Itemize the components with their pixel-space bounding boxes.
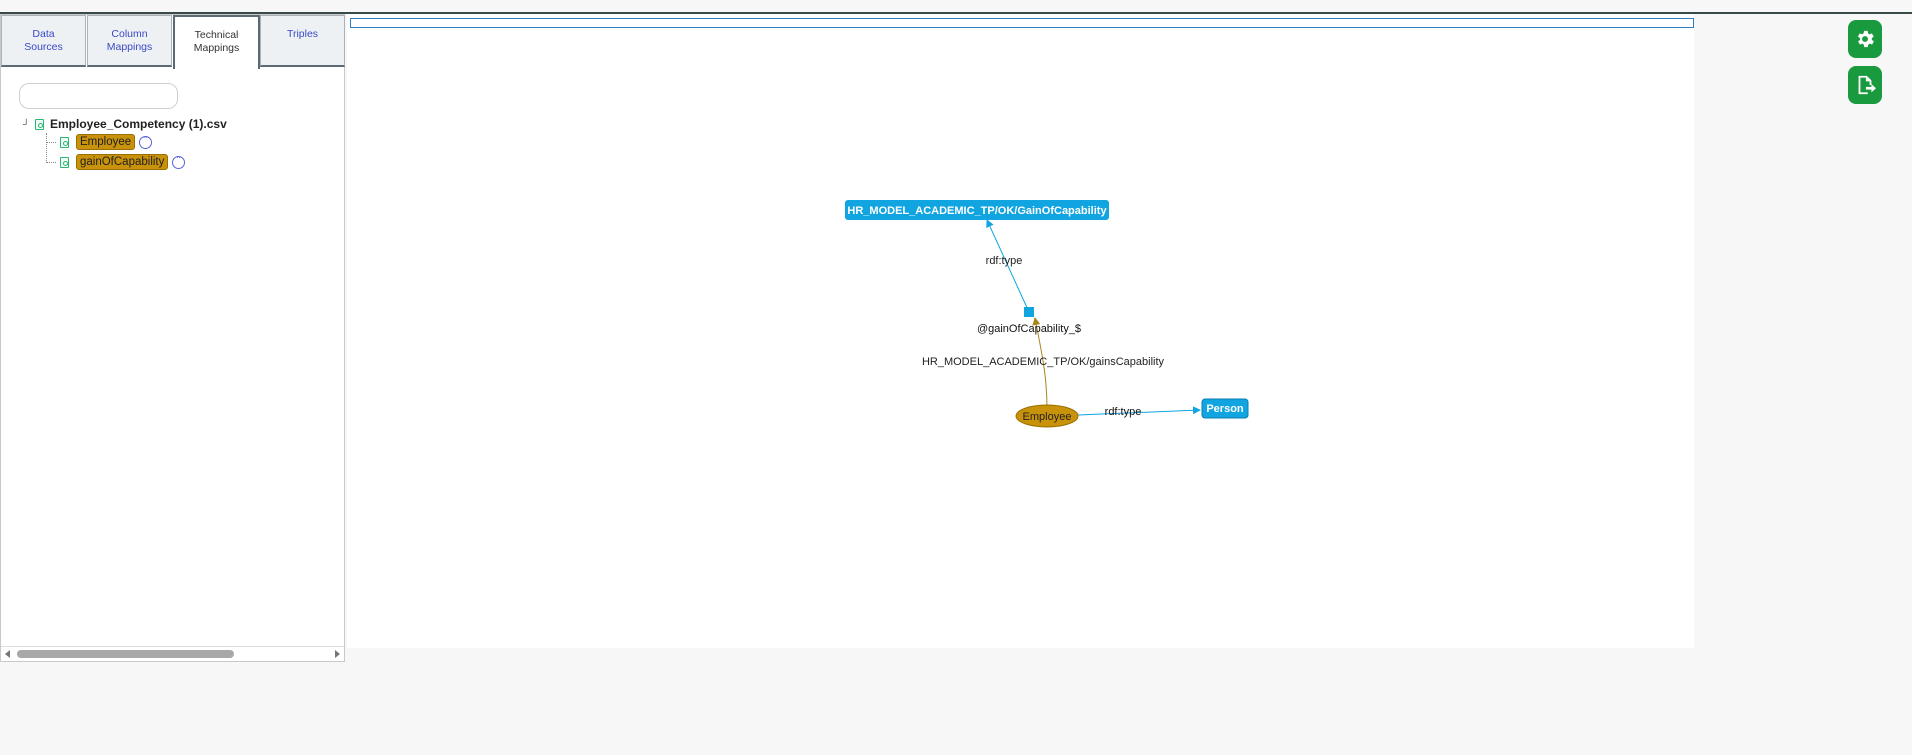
top-bar [0, 12, 1912, 14]
edge-gains-capability[interactable] [1032, 317, 1048, 409]
edge-employee-type-label: rdf:type [1105, 406, 1142, 418]
node-gain-instance-label: @gainOfCapability_$ [977, 323, 1081, 335]
node-gain-of-capability-class-label: HR_MODEL_ACADEMIC_TP/OK/GainOfCapability [847, 205, 1107, 217]
node-employee[interactable] [1015, 404, 1079, 428]
tree-connector [46, 133, 48, 161]
node-gain-instance[interactable] [1024, 307, 1034, 317]
file-icon [35, 118, 44, 130]
edge-employee-type[interactable] [1077, 406, 1201, 416]
horizontal-scrollbar[interactable] [1, 646, 344, 661]
node-person[interactable] [1201, 398, 1249, 419]
tab-bar: Data Sources Column Mappings Technical M… [1, 15, 346, 69]
collapse-icon[interactable]: ┘ [23, 119, 30, 129]
gear-icon [1857, 30, 1874, 48]
export-button[interactable] [1848, 66, 1882, 104]
tab-data-sources[interactable]: Data Sources [1, 15, 86, 67]
tab-triples[interactable]: Triples [260, 15, 345, 67]
tree-item-label[interactable]: Employee [76, 134, 136, 150]
node-gain-of-capability-class[interactable] [845, 200, 1109, 220]
tree-root-label[interactable]: Employee_Competency (1).csv [50, 117, 227, 131]
left-panel: Data Sources Column Mappings Technical M… [0, 14, 345, 662]
tab-column-mappings[interactable]: Column Mappings [87, 15, 172, 67]
tree-item-employee[interactable]: Employee [46, 132, 153, 151]
settings-button[interactable] [1848, 20, 1882, 58]
canvas-text-field[interactable] [350, 18, 1694, 28]
node-person-label: Person [1206, 403, 1244, 415]
tree-item-gainofcapability[interactable]: gainOfCapability [46, 152, 186, 171]
more-options-icon[interactable] [172, 152, 186, 169]
scroll-left-icon[interactable] [5, 650, 10, 658]
file-export-icon [1858, 75, 1876, 95]
tree-item-label[interactable]: gainOfCapability [76, 154, 169, 170]
scroll-right-icon[interactable] [335, 650, 340, 658]
file-icon [60, 136, 69, 148]
graph-canvas[interactable]: HR_MODEL_ACADEMIC_TP/OK/GainOfCapability… [347, 14, 1694, 648]
tree-root[interactable]: ┘ Employee_Competency (1).csv [23, 115, 227, 133]
more-options-icon[interactable] [139, 132, 153, 149]
edge-gain-type[interactable] [986, 219, 1030, 313]
file-icon [60, 156, 69, 168]
scrollbar-thumb[interactable] [17, 650, 234, 658]
search-input[interactable] [19, 83, 178, 109]
edge-gain-type-label: rdf:type [986, 255, 1023, 267]
mapping-graph[interactable]: HR_MODEL_ACADEMIC_TP/OK/GainOfCapability… [347, 14, 1694, 648]
node-employee-label: Employee [1023, 411, 1072, 423]
edge-gains-capability-label: HR_MODEL_ACADEMIC_TP/OK/gainsCapability [922, 356, 1165, 368]
tab-technical-mappings[interactable]: Technical Mappings [173, 15, 260, 69]
